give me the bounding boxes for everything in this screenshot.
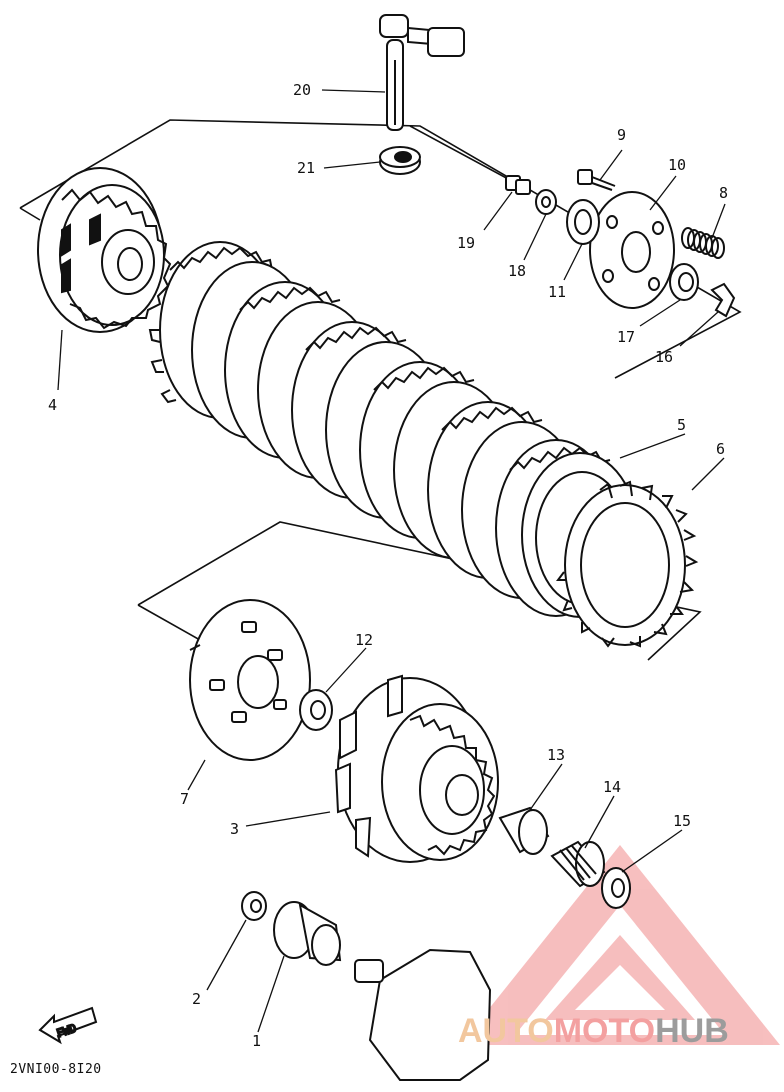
label-5: 5 xyxy=(677,416,686,434)
part-19-screw xyxy=(505,175,531,195)
label-6: 6 xyxy=(716,440,725,458)
label-8: 8 xyxy=(719,184,728,202)
part-16-lock-washer xyxy=(710,282,736,318)
label-1: 1 xyxy=(252,1032,261,1050)
label-13: 13 xyxy=(547,746,565,764)
part-labels: 20 21 9 10 8 19 18 11 17 16 4 5 6 12 7 3… xyxy=(48,81,728,1050)
part-4-clutch-boss xyxy=(37,167,172,333)
part-3-clutch-housing xyxy=(334,674,499,863)
part-20-shaft xyxy=(379,14,465,131)
watermark-part-hub: HUB xyxy=(655,1012,729,1050)
part-15-washer xyxy=(601,867,631,909)
part-9-bolt xyxy=(577,169,616,191)
crankshaft-web xyxy=(354,948,492,1081)
label-12: 12 xyxy=(355,631,373,649)
label-20: 20 xyxy=(293,81,311,99)
label-3: 3 xyxy=(230,820,239,838)
part-7-plate xyxy=(189,599,311,761)
part-18-nut xyxy=(535,189,557,215)
label-14: 14 xyxy=(603,778,621,796)
part-8-spring xyxy=(681,227,725,259)
label-11: 11 xyxy=(548,283,566,301)
part-17-nut xyxy=(669,263,699,301)
label-2: 2 xyxy=(192,990,201,1008)
part-21-bearing xyxy=(379,146,421,175)
label-15: 15 xyxy=(673,812,691,830)
watermark-part-auto: AUTO xyxy=(458,1012,554,1050)
label-18: 18 xyxy=(508,262,526,280)
drawing-code: 2VNI00-8I20 xyxy=(10,1062,102,1077)
watermark-brand: AUTOMOTOHUB xyxy=(458,1012,729,1051)
label-9: 9 xyxy=(617,126,626,144)
label-7: 7 xyxy=(180,790,189,808)
label-4: 4 xyxy=(48,396,57,414)
label-16: 16 xyxy=(655,348,673,366)
label-19: 19 xyxy=(457,234,475,252)
leader-lines xyxy=(57,89,726,1033)
forward-arrow-icon: FWD xyxy=(38,1006,98,1045)
watermark-part-moto: MOTO xyxy=(553,1012,656,1050)
part-6-damper-ring xyxy=(556,480,699,648)
watermark-triangle-icon xyxy=(460,845,780,1045)
label-21: 21 xyxy=(297,159,315,177)
clutch-plate-stack xyxy=(148,241,617,617)
part-12-washer xyxy=(299,689,333,731)
part-13-spacer xyxy=(498,806,550,855)
part-1-drive-gear xyxy=(273,901,342,966)
part-14-needle-bearing xyxy=(550,840,606,888)
label-17: 17 xyxy=(617,328,635,346)
part-11-bearing xyxy=(566,199,600,245)
part-10-pressure-plate xyxy=(589,191,675,309)
label-10: 10 xyxy=(668,156,686,174)
part-2-nut xyxy=(241,891,267,921)
